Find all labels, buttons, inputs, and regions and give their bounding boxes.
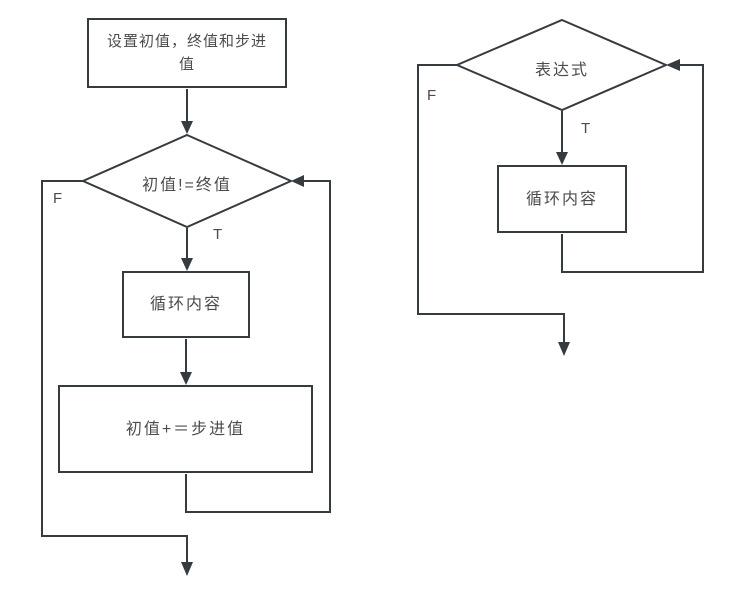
- arrow-down-head-icon: [180, 372, 192, 385]
- left-loopback-line: [185, 180, 331, 513]
- right-body-box-label: 循环内容: [525, 190, 598, 208]
- left-increment-box: 初值+＝步进值: [58, 385, 313, 473]
- right-body-box: 循环内容: [497, 165, 627, 233]
- left-false-branch-label: F: [53, 190, 63, 207]
- left-condition-label: 初值!=终值: [142, 177, 232, 194]
- left-init-box-line1: 设置初值，终值和步进: [106, 33, 267, 50]
- left-false-branch-line: [41, 180, 188, 563]
- right-condition-label: 表达式: [534, 62, 589, 79]
- left-condition-diamond-shape: [80, 133, 294, 229]
- right-loopback-line: [561, 64, 704, 273]
- right-true-branch-label: T: [581, 120, 591, 137]
- left-init-box-line2: 值: [178, 56, 195, 73]
- arrow-down-head-icon: [556, 152, 568, 165]
- left-body-box: 循环内容: [122, 271, 250, 338]
- left-true-branch-label: T: [213, 226, 223, 243]
- right-false-branch-line: [417, 64, 565, 343]
- left-increment-box-label: 初值+＝步进值: [125, 420, 246, 438]
- arrow-down-head-icon: [181, 258, 193, 271]
- arrow-left-head-icon: [666, 59, 680, 71]
- arrow-down-head-icon: [558, 342, 570, 356]
- left-init-box: 设置初值，终值和步进 值: [87, 18, 287, 88]
- left-body-box-label: 循环内容: [149, 296, 222, 313]
- arrow-down-head-icon: [181, 121, 193, 134]
- arrow-left-head-icon: [291, 175, 304, 187]
- right-condition-diamond-shape: [454, 18, 669, 112]
- arrow-down-head-icon: [181, 562, 193, 576]
- right-false-branch-label: F: [427, 87, 437, 104]
